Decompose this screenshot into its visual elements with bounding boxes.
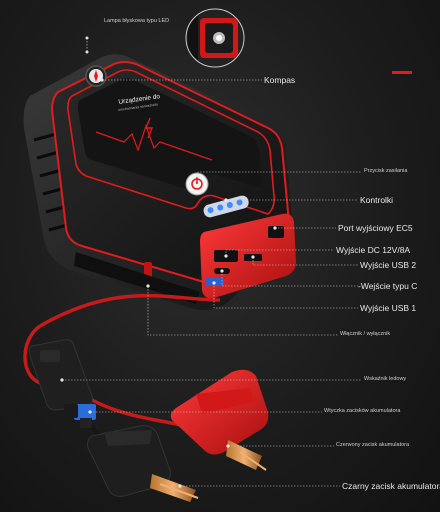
label-led-indicator: Wskaźnik ledowy: [364, 376, 407, 382]
led-indicator-module: [28, 339, 93, 411]
label-usb2: Wyjście USB 2: [360, 260, 417, 270]
label-led-lamp: Lampa błyskowa typu LED: [104, 18, 170, 24]
label-power-button: Przycisk zasilania: [364, 168, 408, 174]
label-usbc-in: -Wejście typu C: [358, 281, 418, 291]
label-indicators: Kontrolki: [360, 195, 394, 205]
accent-dash: [392, 71, 412, 74]
label-black-clamp: Czarny zacisk akumulatora: [342, 481, 440, 491]
label-power-switch: Włącznik / wyłącznik: [340, 331, 391, 337]
label-usb1: Wyjście USB 1: [360, 303, 417, 313]
label-dc-out: Wyjście DC 12V/8A: [336, 245, 411, 255]
leader-lines: [62, 79, 362, 487]
jump-starter-body: [23, 54, 296, 311]
led-lamp-zoom: [185, 8, 245, 68]
clamp-plug: [64, 404, 96, 428]
label-compass: Kompas: [264, 75, 296, 85]
black-battery-clamp: [87, 425, 199, 502]
red-battery-clamp: [170, 369, 269, 471]
label-ec5-port: Port wyjściowy EC5: [338, 223, 413, 233]
label-clamp-plug: Wtyczka zacisków akumulatora: [324, 408, 401, 414]
label-red-clamp: Czerwony zacisk akumulatora: [336, 442, 410, 448]
